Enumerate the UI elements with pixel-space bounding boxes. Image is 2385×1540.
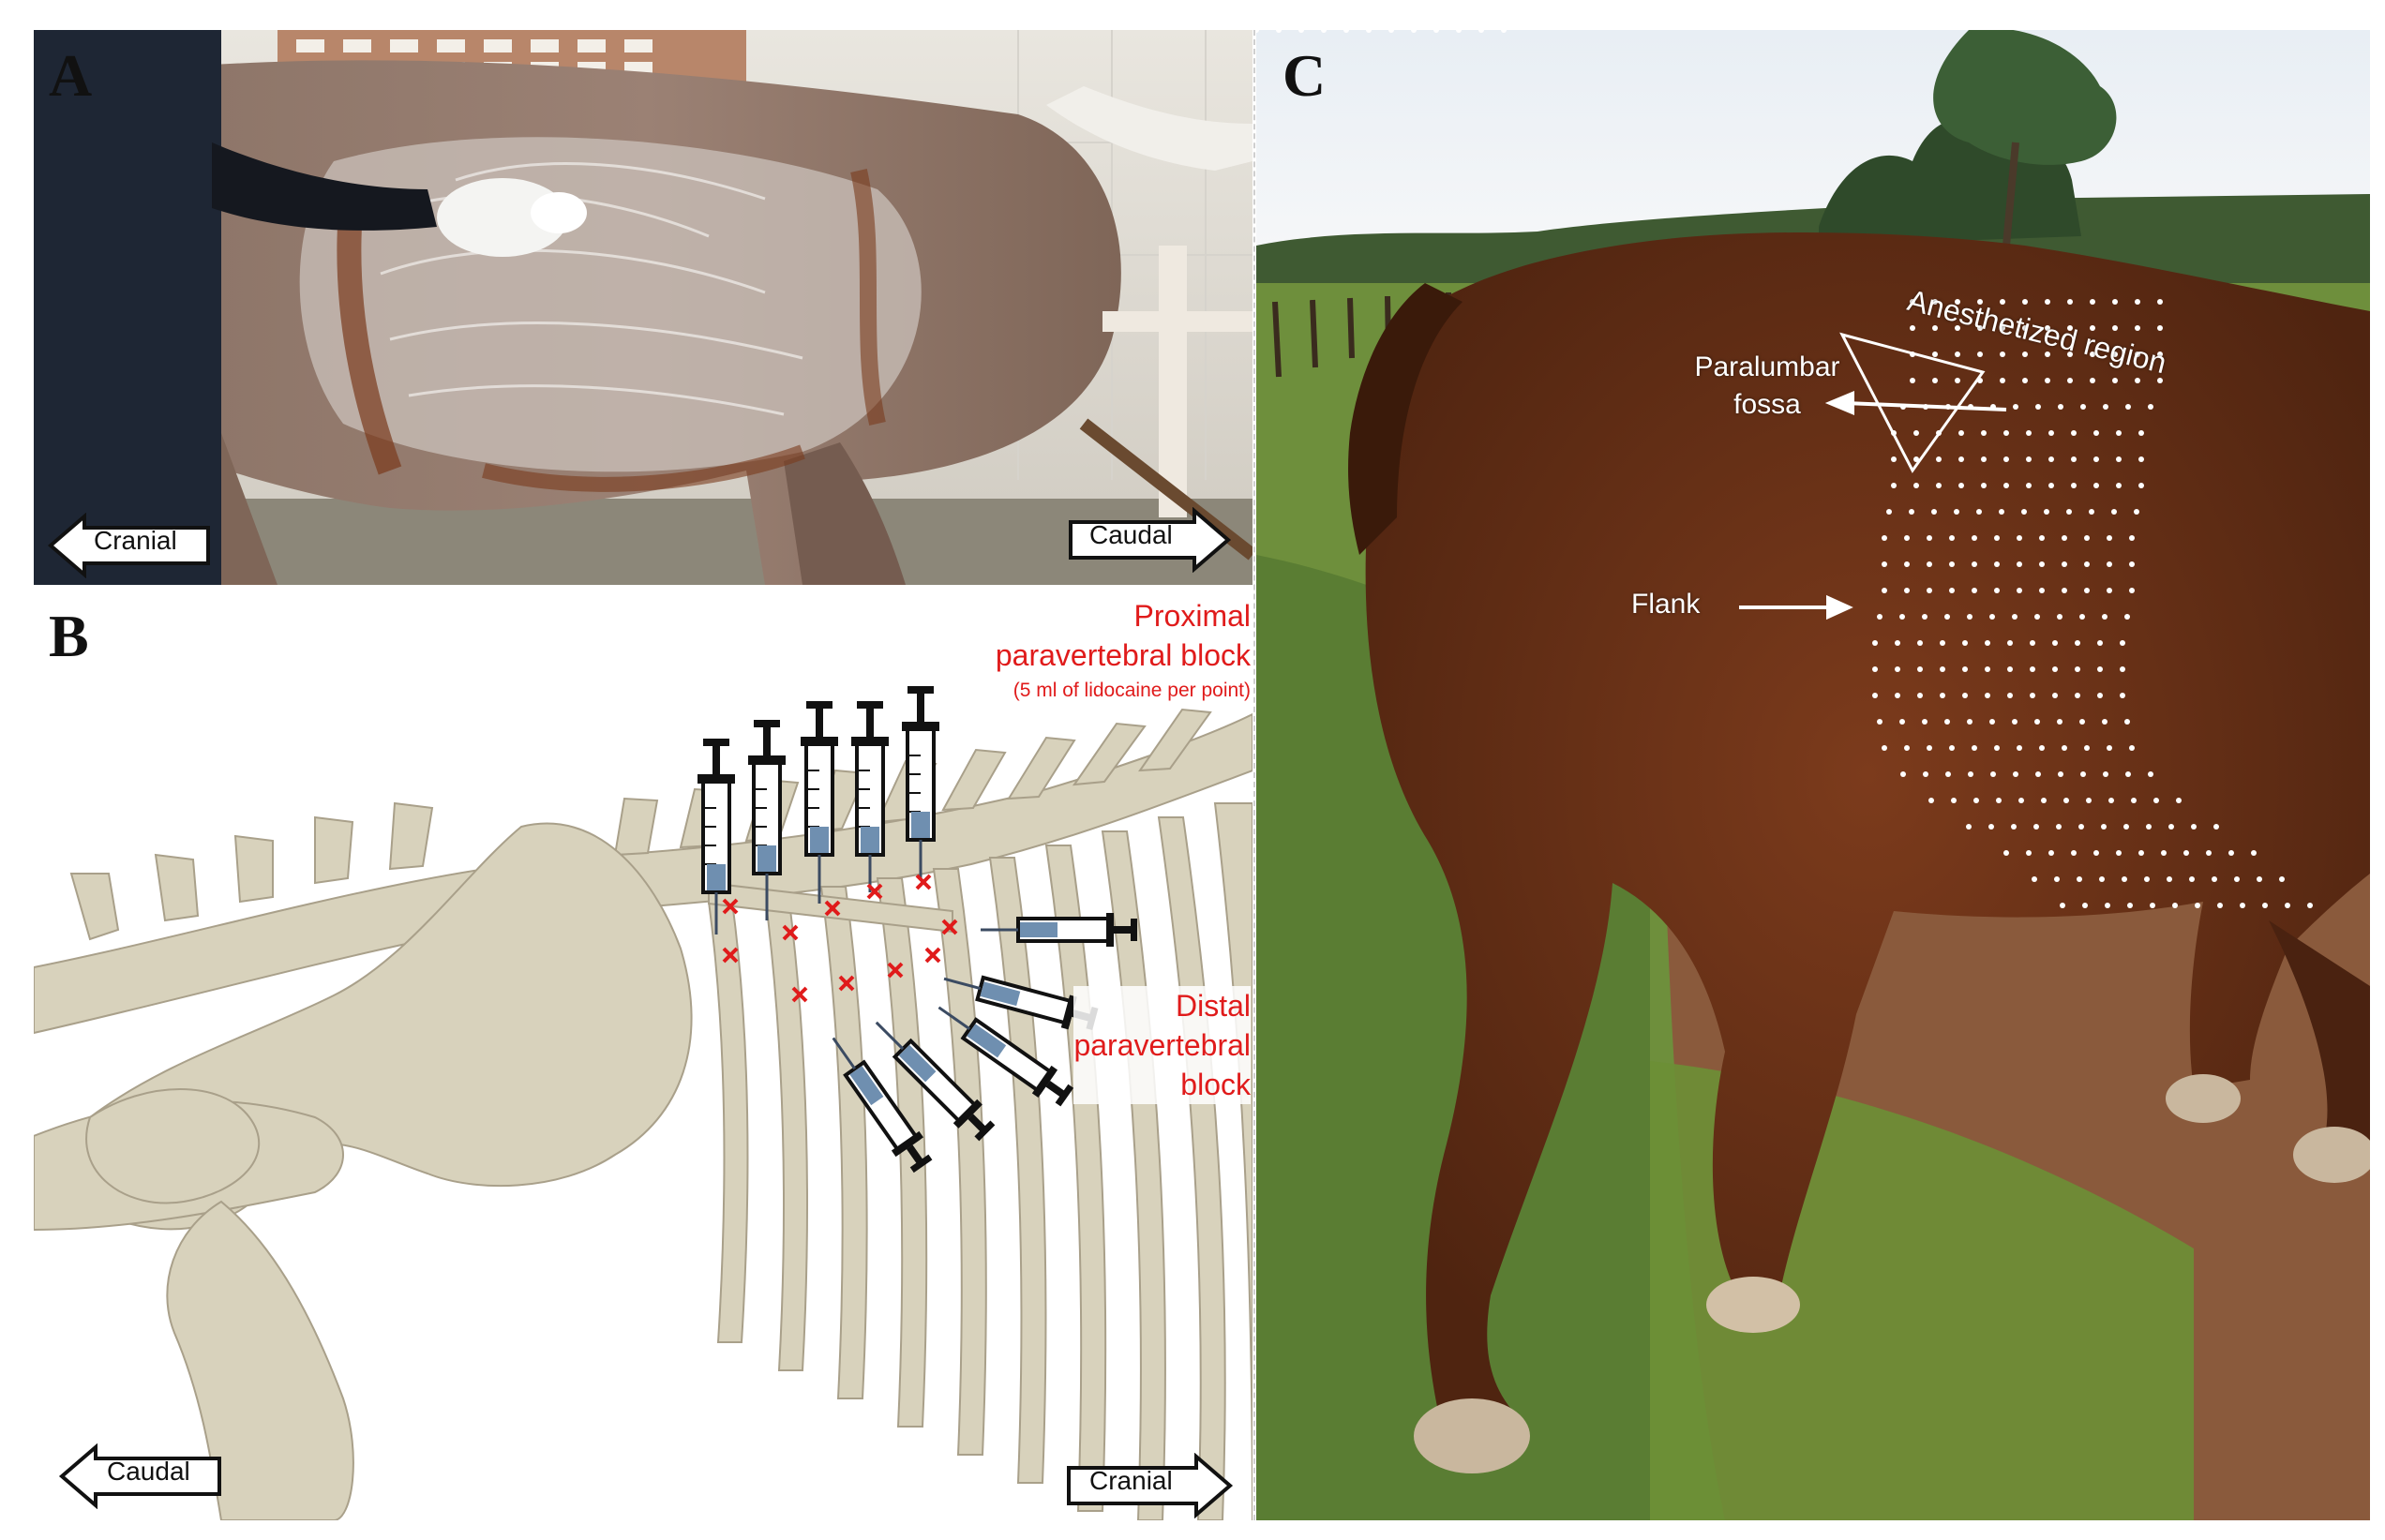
injection-mark-icon [915,874,932,890]
distal-block-label-line2: paravertebral [1073,1028,1251,1062]
injection-marks [722,874,958,1003]
injection-mark-icon [941,919,958,935]
distal-block-label: Distal paravertebral block [1073,986,1251,1104]
proximal-block-label-line2: paravertebral block [995,638,1251,672]
anesthetized-region-dots [1256,30,2313,908]
direction-arrow-icon [58,1443,221,1509]
panel-divider [1253,30,1255,1520]
proximal-block-label: Proximal paravertebral block (5 ml of li… [995,596,1251,707]
syringe-icon [748,720,786,920]
injection-mark-icon [782,924,799,941]
panel-b-letter: B [49,603,89,669]
injection-mark-icon [791,986,808,1003]
arrow-label-caudal: Caudal [107,1457,190,1486]
paralumbar-fossa-label-line1: Paralumbar [1694,351,1840,382]
panel-c-photo: C Anesthetized region Paralumbar fossa F… [1256,30,2370,1520]
syringe-group-distal [832,913,1137,1174]
syringe-icon [938,1006,1074,1107]
syringe-icon [981,913,1137,947]
syringe-group-proximal [698,686,939,934]
syringe-icon [902,686,939,879]
proximal-block-dose-note: (5 ml of lidocaine per point) [1012,680,1251,701]
injection-mark-icon [887,962,904,979]
paralumbar-fossa-label: Paralumbar fossa [1678,349,1856,424]
distal-block-label-line3: block [1180,1068,1251,1101]
panel-b-skeleton [34,686,1252,1520]
panel-b-skeleton-diagram: B Proximal paravertebral block (5 ml of … [34,592,1252,1520]
direction-arrow-icon [1069,507,1232,573]
annotation-arrows [1739,391,2007,620]
panel-c-scene [1256,30,2370,1520]
injection-mark-icon [924,947,941,964]
injection-mark-icon [722,947,739,964]
direction-arrow-icon [47,513,210,578]
arrow-label-caudal: Caudal [1089,520,1173,549]
arrow-label-cranial: Cranial [94,526,177,555]
arrow-label-cranial: Cranial [1089,1466,1173,1495]
panel-a-scene [34,30,1252,585]
injection-mark-icon [838,975,855,992]
syringe-icon [875,1021,996,1142]
injection-mark-icon [722,898,739,915]
injection-mark-icon [866,883,883,900]
direction-arrow-icon [1067,1453,1234,1518]
flank-label: Flank [1631,589,1701,620]
syringe-icon [851,701,889,892]
panel-a-letter: A [49,42,93,109]
panel-a-photo: A Cranial Caudal [34,30,1252,585]
proximal-block-label-line1: Proximal [1133,599,1251,633]
paralumbar-fossa-label-line2: fossa [1733,389,1801,420]
syringe-icon [801,701,838,904]
syringe-icon [832,1037,933,1174]
injection-mark-icon [824,900,841,917]
syringe-icon [698,739,735,934]
panel-c-letter: C [1282,42,1327,109]
distal-block-label-line1: Distal [1175,989,1251,1023]
